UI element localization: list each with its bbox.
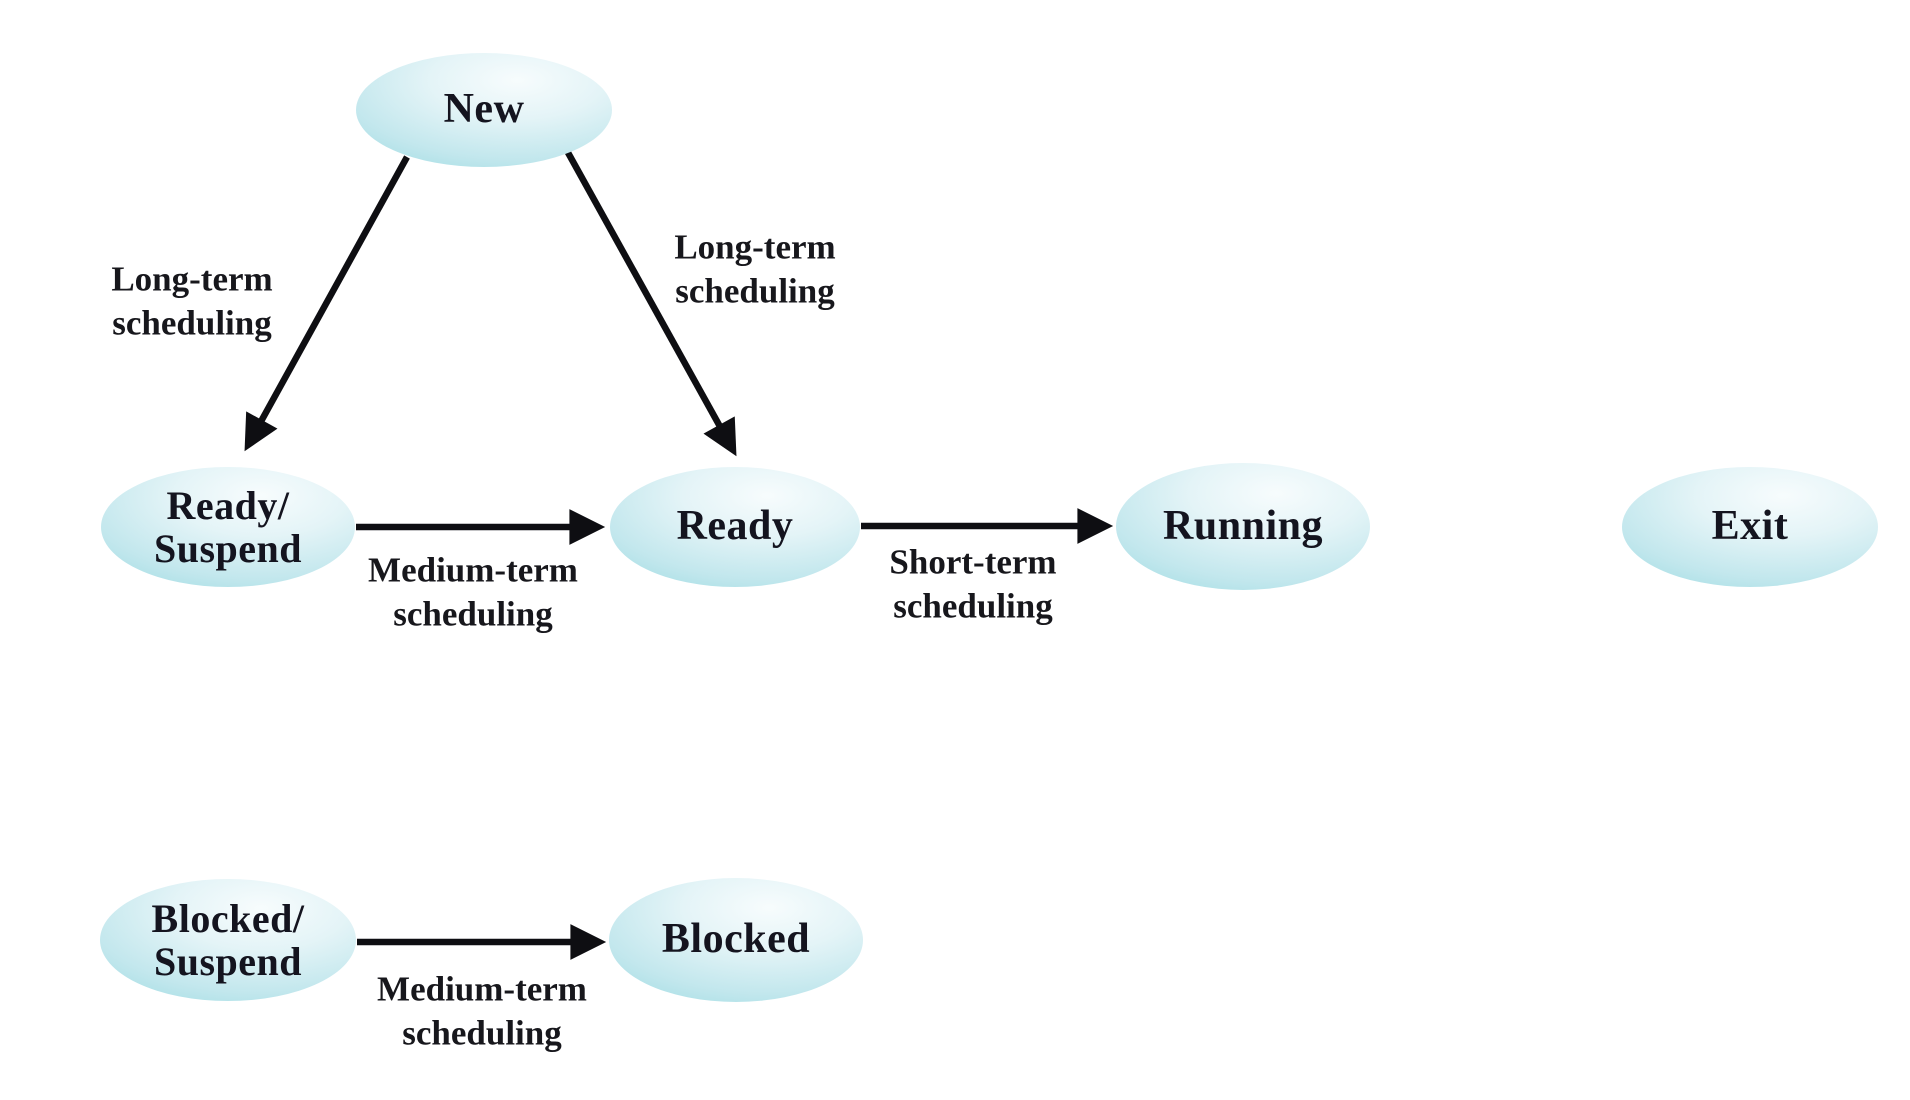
edge-label-long-term-right: Long-term scheduling [674, 225, 835, 313]
node-blocked: Blocked [609, 878, 863, 1002]
node-ready-suspend-text-2: Suspend [153, 526, 303, 571]
node-ready-label: Ready [676, 503, 794, 550]
node-new-label: New [443, 86, 525, 133]
node-blocked-suspend-text-1: Blocked/ [151, 895, 305, 941]
node-new-text: New [443, 86, 525, 133]
edge-label-medium-term-top-line2: scheduling [393, 594, 553, 633]
node-ready-suspend-text-1: Ready/ [166, 482, 290, 528]
edge-label-long-term-right-line2: scheduling [675, 271, 835, 310]
edge-label-short-term-line1: Short-term [889, 542, 1057, 582]
node-running-text: Running [1163, 502, 1323, 549]
node-exit-text: Exit [1711, 503, 1789, 550]
edge-label-long-term-right-line1: Long-term [674, 227, 836, 267]
edge-label-long-term-left: Long-term scheduling [111, 257, 272, 345]
node-blocked-text: Blocked [661, 916, 811, 963]
node-blocked-label: Blocked [661, 916, 811, 963]
node-ready-suspend: Ready/ Suspend [101, 467, 355, 587]
node-blocked-suspend: Blocked/ Suspend [100, 879, 356, 1001]
edge-label-medium-term-bottom: Medium-term scheduling [377, 967, 587, 1055]
node-new: New [356, 53, 612, 167]
node-ready-suspend-label: Ready/ Suspend [153, 482, 303, 571]
edge-label-short-term-line2: scheduling [893, 586, 1053, 625]
node-running: Running [1116, 463, 1370, 590]
edge-label-short-term: Short-term scheduling [889, 540, 1056, 628]
edge-label-long-term-left-line1: Long-term [111, 259, 273, 299]
node-ready-text: Ready [676, 503, 794, 550]
edge-label-medium-term-bottom-line2: scheduling [402, 1013, 562, 1052]
edge-label-long-term-left-line2: scheduling [112, 303, 272, 342]
node-ready: Ready [610, 467, 860, 587]
arrow-new-to-ready-suspend [244, 155, 410, 452]
arrow-new-to-ready [558, 138, 737, 457]
node-blocked-suspend-text-2: Suspend [153, 939, 303, 984]
node-blocked-suspend-label: Blocked/ Suspend [151, 895, 305, 984]
edge-label-medium-term-top: Medium-term scheduling [368, 548, 578, 636]
edge-label-medium-term-top-line1: Medium-term [368, 550, 578, 590]
node-exit: Exit [1622, 467, 1878, 587]
edge-label-medium-term-bottom-line1: Medium-term [377, 969, 587, 1009]
node-running-label: Running [1163, 502, 1323, 549]
node-exit-label: Exit [1711, 503, 1789, 550]
